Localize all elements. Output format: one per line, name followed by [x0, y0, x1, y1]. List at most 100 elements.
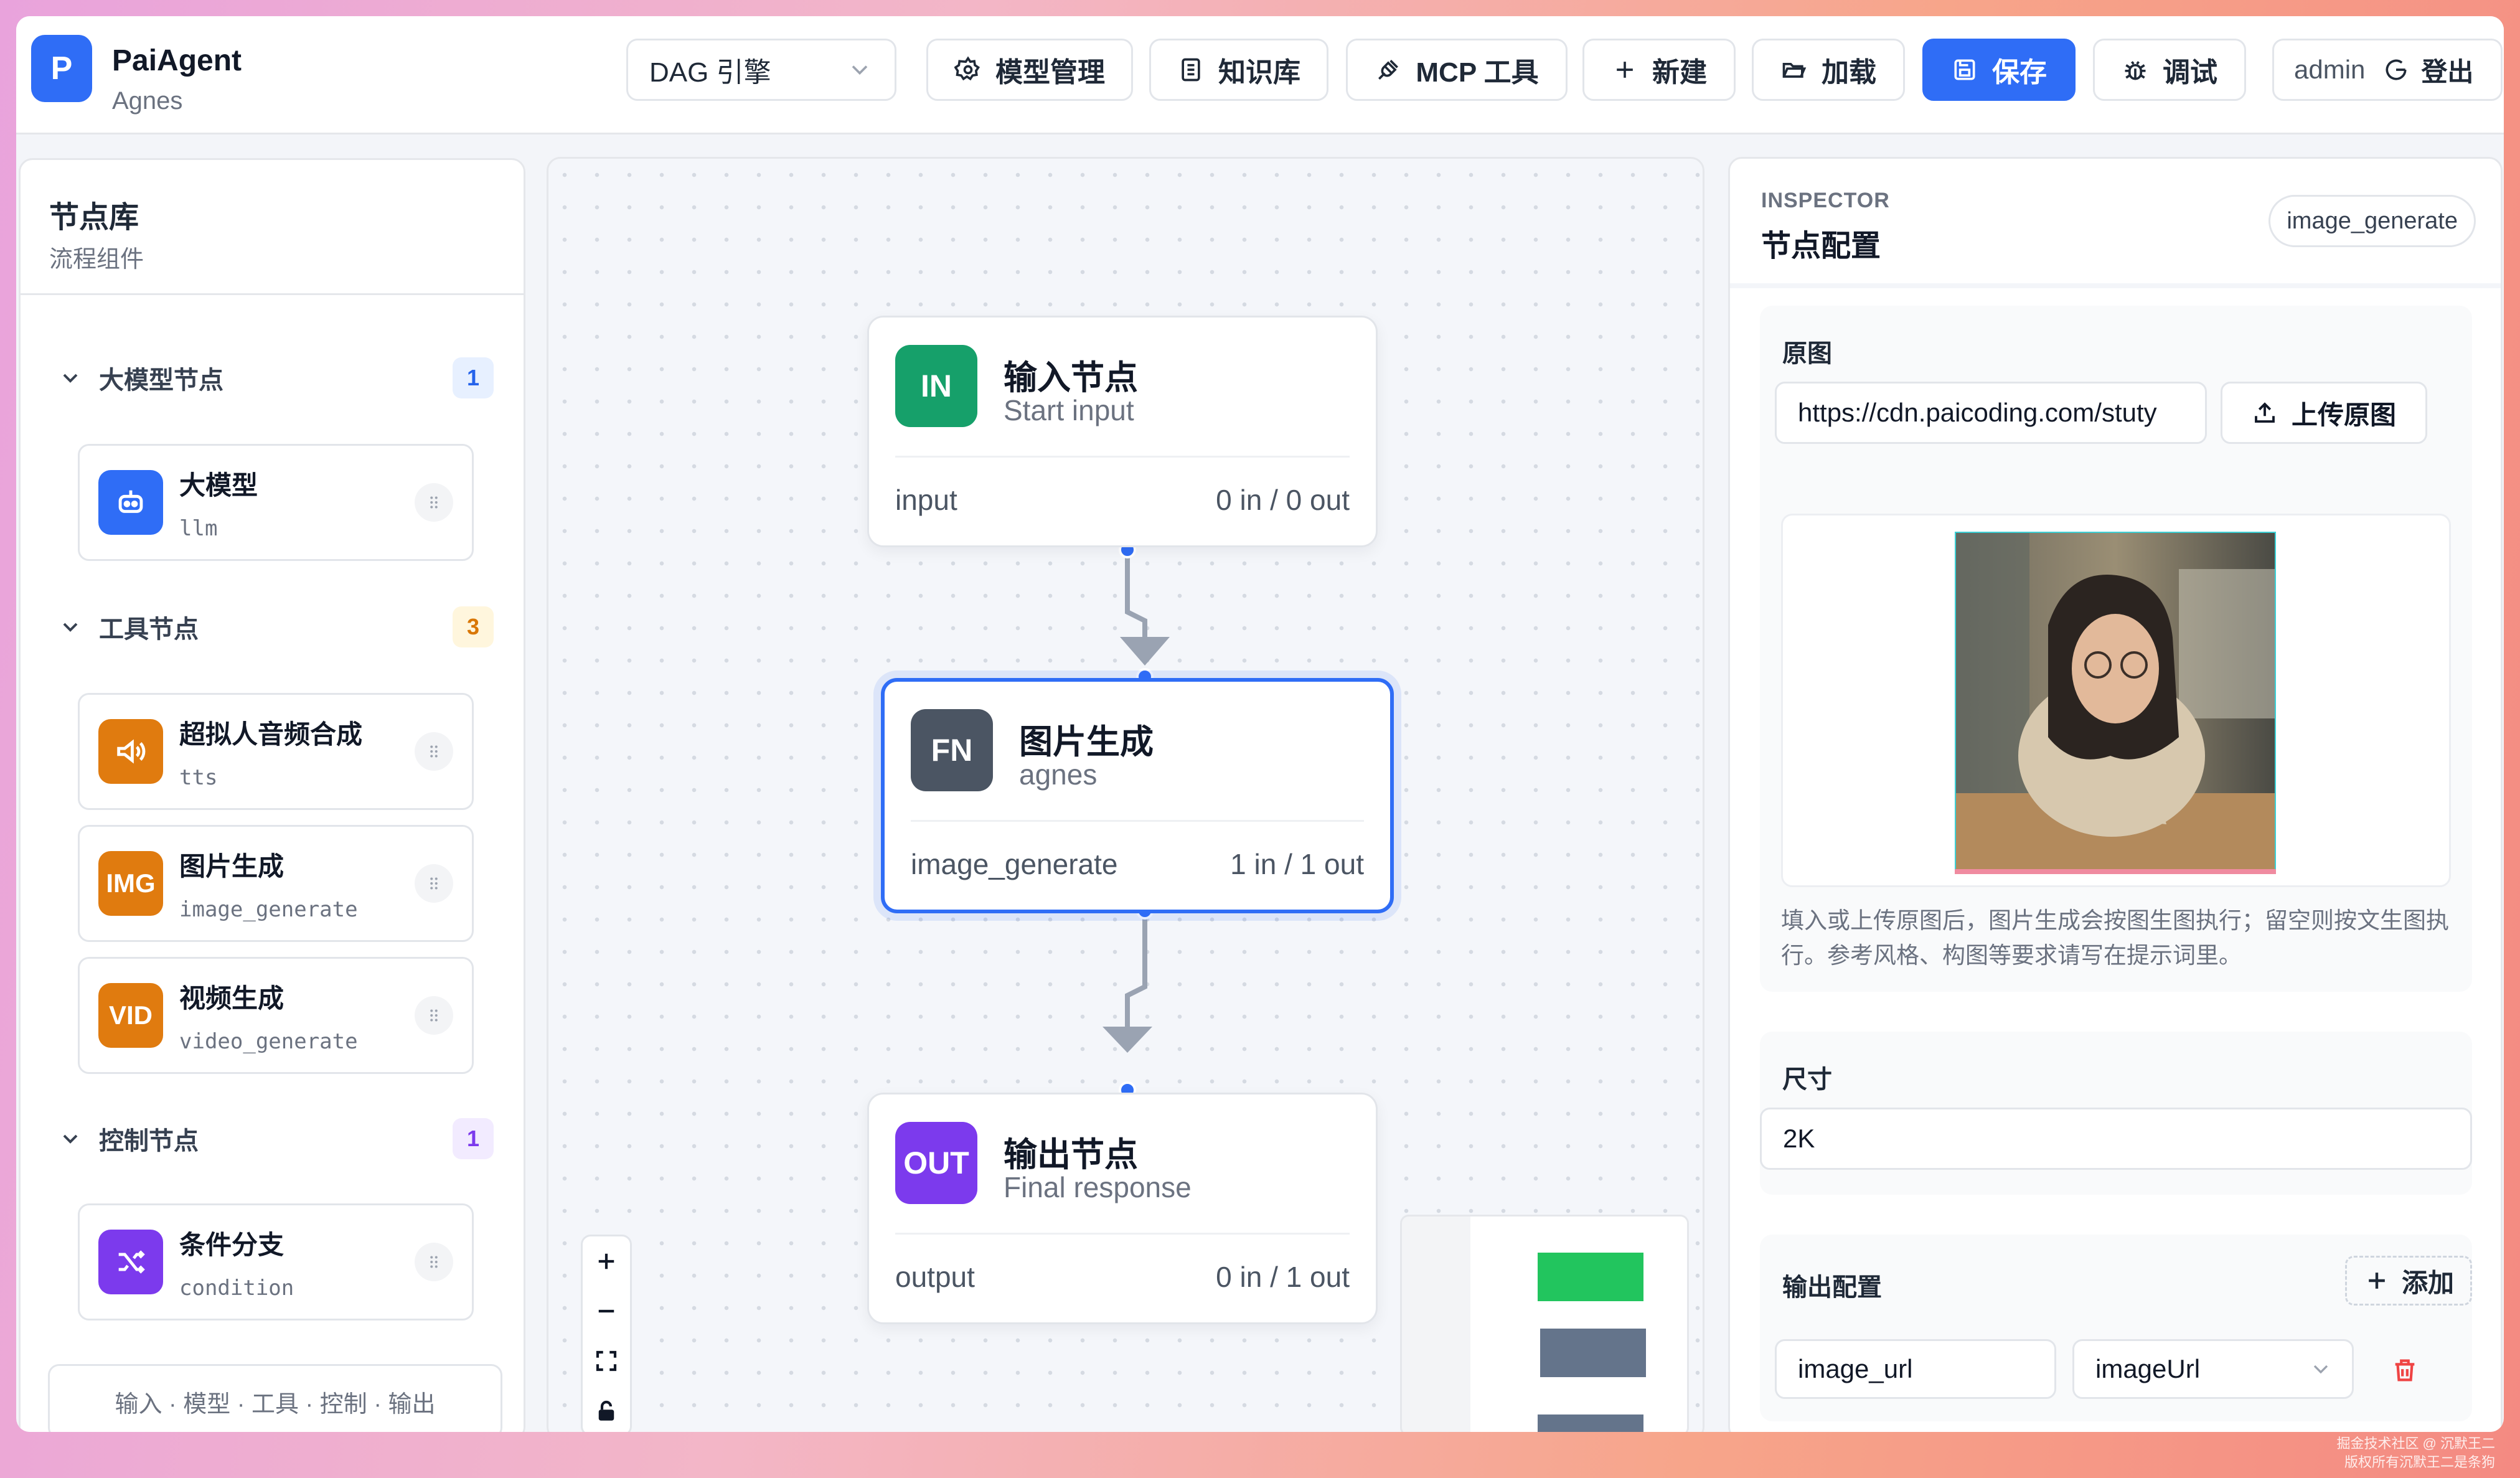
watermark: 掘金技术社区 @ 沉默王二 版权所有沉默王二是条狗 [2336, 1434, 2495, 1472]
source-image-hint: 填入或上传原图后，图片生成会按图生图执行；留空则按文生图执行。参考风格、构图等要… [1781, 908, 2449, 968]
portrait-photo [1955, 532, 2276, 874]
node-type-chip: image_generate [2268, 195, 2476, 247]
flow-node-output[interactable]: OUT 输出节点 Final response output 0 in / 1 … [867, 1093, 1378, 1324]
save-button[interactable]: 保存 [1922, 39, 2076, 101]
node-subtitle: Final response [1004, 1171, 1192, 1203]
lock-button[interactable] [583, 1386, 630, 1432]
minus-icon [598, 1309, 614, 1313]
library-item-name: 图片生成 [179, 851, 284, 881]
node-subtitle: agnes [1019, 758, 1098, 791]
delete-output-button[interactable] [2387, 1353, 2422, 1388]
chevron-down-icon [2313, 1365, 2328, 1374]
output-type-select[interactable]: imageUrl [2072, 1339, 2354, 1399]
knowledge-base-button[interactable]: 知识库 [1149, 39, 1328, 101]
node-library-subtitle: 流程组件 [49, 247, 144, 273]
inspector-panel: INSPECTOR 节点配置 image_generate 原图 https:/… [1728, 157, 2503, 1432]
model-management-button[interactable]: 模型管理 [926, 39, 1133, 101]
divider [895, 456, 1350, 458]
flow-canvas[interactable]: IN 输入节点 Start input input 0 in / 0 out F… [547, 157, 1704, 1432]
chevron-down-icon [63, 623, 78, 632]
inspector-title: 节点配置 [1761, 230, 1881, 263]
group-header-tools[interactable]: 工具节点 3 [58, 602, 494, 652]
group-count-badge: 1 [453, 357, 494, 398]
model-management-label: 模型管理 [995, 57, 1105, 88]
node-kind: image_generate [911, 848, 1118, 880]
fit-view-icon [596, 1350, 617, 1372]
inspector-overline: INSPECTOR [1761, 189, 1890, 212]
library-item-condition[interactable]: 条件分支 condition [78, 1203, 474, 1320]
watermark-line: 版权所有沉默王二是条狗 [2344, 1454, 2495, 1470]
node-kind: input [895, 484, 957, 516]
mcp-tools-label: MCP 工具 [1416, 57, 1539, 88]
divider [1730, 283, 2501, 288]
node-port-count: 0 in / 0 out [1216, 484, 1350, 516]
username: admin [2294, 55, 2366, 84]
minimap[interactable] [1400, 1215, 1689, 1432]
minimap-node [1540, 1329, 1646, 1377]
lock-icon [598, 1400, 614, 1421]
library-item-image-generate[interactable]: IMG 图片生成 image_generate [78, 825, 474, 942]
top-toolbar: P PaiAgent Agnes DAG 引擎 模型管理 知识库 MCP 工具 … [16, 16, 2504, 134]
size-section: 尺寸 2K [1760, 1032, 2472, 1195]
drag-handle-icon[interactable] [415, 1243, 453, 1281]
fit-view-button[interactable] [583, 1336, 630, 1386]
logout-label: 登出 [2421, 57, 2474, 87]
library-item-code: image_generate [179, 897, 358, 922]
flow-node-input[interactable]: IN 输入节点 Start input input 0 in / 0 out [867, 316, 1378, 547]
engine-select[interactable]: DAG 引擎 [626, 39, 896, 101]
gear-icon [954, 56, 980, 81]
watermark-line: 掘金技术社区 @ 沉默王二 [2336, 1436, 2495, 1451]
output-name-input[interactable]: image_url [1775, 1339, 2056, 1399]
drag-handle-icon[interactable] [415, 483, 453, 522]
library-item-code: condition [179, 1275, 294, 1301]
output-config-label: 输出配置 [1782, 1274, 1882, 1301]
zoom-out-button[interactable] [583, 1286, 630, 1336]
engine-select-value: DAG 引擎 [649, 57, 771, 88]
minimap-node [1538, 1414, 1643, 1432]
library-item-video-generate[interactable]: VID 视频生成 video_generate [78, 957, 474, 1074]
node-badge: OUT [895, 1122, 977, 1204]
divider [911, 820, 1364, 822]
group-count-badge: 1 [453, 1118, 494, 1159]
node-kind: output [895, 1261, 975, 1293]
library-item-tts[interactable]: 超拟人音频合成 tts [78, 693, 474, 810]
debug-label: 调试 [2163, 57, 2217, 88]
add-output-label: 添加 [2401, 1268, 2454, 1297]
logout-button[interactable]: 登出 [2382, 51, 2473, 89]
drag-handle-icon[interactable] [415, 864, 453, 903]
node-title: 输出节点 [1004, 1136, 1138, 1174]
drag-handle-icon[interactable] [415, 732, 453, 771]
mcp-tools-button[interactable]: MCP 工具 [1346, 39, 1568, 101]
library-item-name: 超拟人音频合成 [179, 719, 363, 749]
logout-icon [2386, 59, 2407, 80]
bug-icon [2125, 61, 2146, 80]
source-url-input[interactable]: https://cdn.paicoding.com/stuty [1775, 382, 2207, 444]
debug-button[interactable]: 调试 [2093, 39, 2246, 101]
divider [895, 1233, 1350, 1235]
load-button[interactable]: 加载 [1752, 39, 1905, 101]
group-name: 工具节点 [99, 616, 199, 643]
size-input[interactable]: 2K [1760, 1108, 2472, 1170]
chevron-down-icon [63, 1134, 78, 1144]
app-window: P PaiAgent Agnes DAG 引擎 模型管理 知识库 MCP 工具 … [16, 16, 2504, 1432]
speaker-icon [98, 719, 163, 784]
node-title: 输入节点 [1004, 359, 1138, 397]
drag-handle-icon[interactable] [415, 996, 453, 1035]
book-icon [1182, 58, 1200, 82]
library-item-llm[interactable]: 大模型 llm [78, 444, 474, 561]
group-header-llm[interactable]: 大模型节点 1 [58, 353, 494, 403]
group-header-control[interactable]: 控制节点 1 [58, 1114, 494, 1164]
library-item-name: 大模型 [179, 470, 258, 500]
plus-icon [598, 1253, 614, 1269]
new-button[interactable]: 新建 [1582, 39, 1736, 101]
save-icon [1954, 59, 1975, 80]
plug-icon [1378, 60, 1399, 80]
zoom-in-button[interactable] [583, 1236, 630, 1286]
source-image-label: 原图 [1782, 340, 1832, 367]
add-output-button[interactable]: 添加 [2345, 1256, 2472, 1306]
plus-icon [1617, 62, 1633, 78]
upload-source-button[interactable]: 上传原图 [2221, 382, 2427, 444]
flow-node-image-generate[interactable]: FN 图片生成 agnes image_generate 1 in / 1 ou… [881, 678, 1394, 913]
shuffle-icon [98, 1230, 163, 1294]
plus-icon [2369, 1273, 2385, 1289]
